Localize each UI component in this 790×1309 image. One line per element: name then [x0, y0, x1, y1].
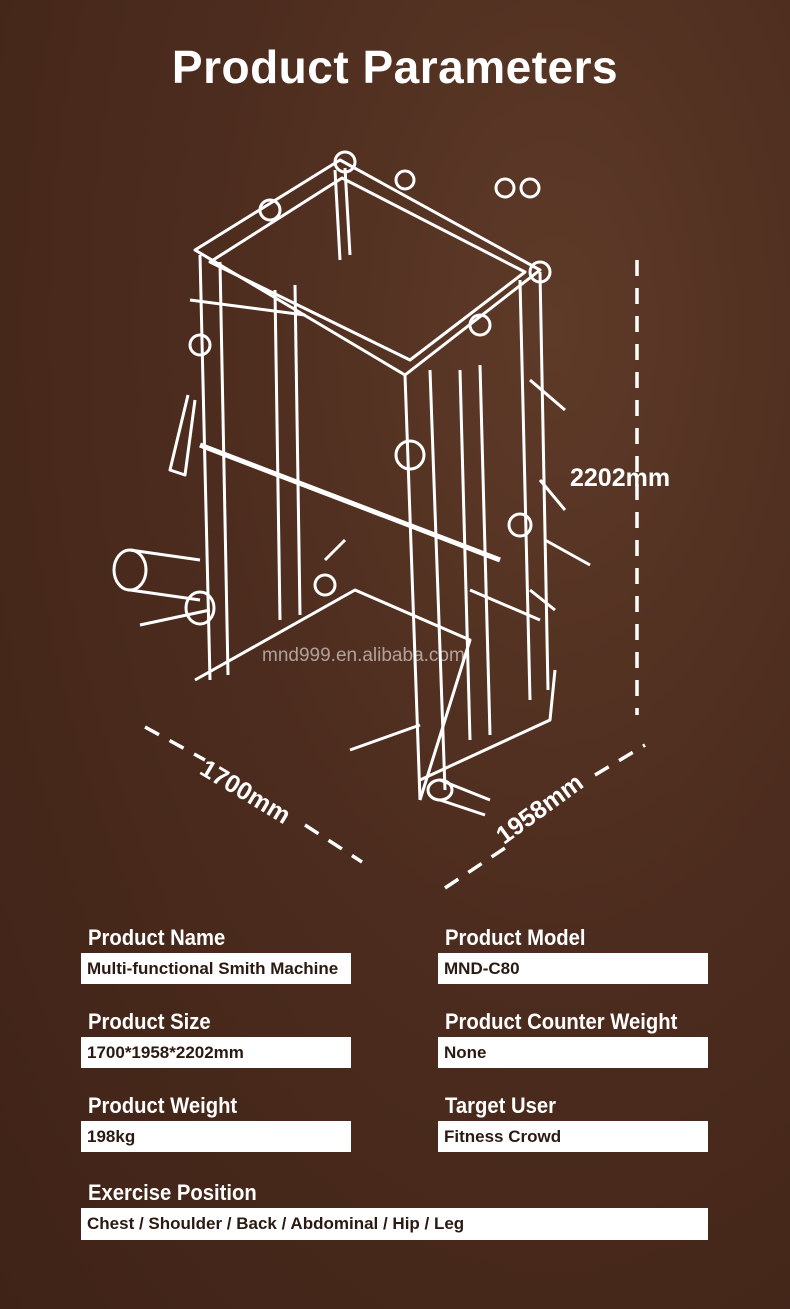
smith-machine-illustration: [0, 0, 790, 900]
product-size-value: 1700*1958*2202mm: [81, 1037, 351, 1068]
length-dimension-line: [144, 725, 363, 864]
target-user-label: Target User: [445, 1093, 556, 1118]
target-user-value: Fitness Crowd: [438, 1121, 708, 1152]
counter-weight-value: None: [438, 1037, 708, 1068]
product-weight-label: Product Weight: [88, 1093, 238, 1118]
product-size-label: Product Size: [88, 1009, 211, 1034]
counter-weight-label: Product Counter Weight: [445, 1009, 678, 1034]
product-model-value: MND-C80: [438, 953, 708, 984]
product-name-label: Product Name: [88, 925, 226, 950]
exercise-position-label: Exercise Position: [88, 1180, 257, 1205]
watermark: mnd999.en.alibaba.com: [262, 645, 465, 666]
product-weight-value: 198kg: [81, 1121, 351, 1152]
product-name-value: Multi-functional Smith Machine: [81, 953, 351, 984]
exercise-position-value: Chest / Shoulder / Back / Abdominal / Hi…: [81, 1208, 708, 1240]
page-title: Product Parameters: [171, 41, 619, 93]
height-dimension: 2202mm: [570, 464, 671, 492]
product-model-label: Product Model: [445, 925, 586, 950]
width-dimension-line: [444, 743, 646, 890]
